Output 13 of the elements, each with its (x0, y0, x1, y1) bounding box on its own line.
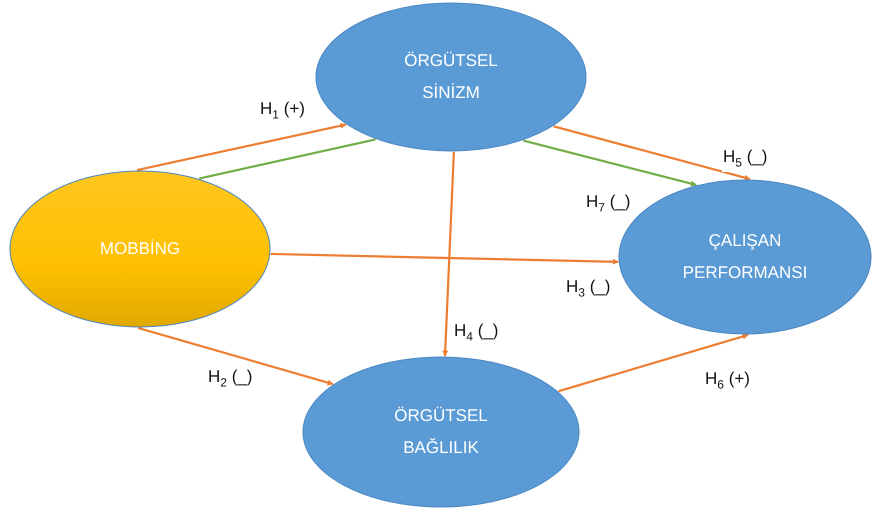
arrow (523, 139, 697, 187)
arrow (270, 252, 619, 265)
construct-label: ÇALIŞAN PERFORMANSI (682, 230, 808, 284)
arrow (442, 152, 455, 357)
arrow (138, 326, 334, 386)
arrow (553, 125, 750, 181)
construct-label: ÖRGÜTSEL BAĞLILIK (393, 405, 489, 459)
construct-label: MOBBİNG (98, 238, 182, 260)
arrow (136, 122, 346, 172)
construct-label: ÖRGÜTSEL SİNİZM (403, 50, 499, 104)
edge-label: H$_{5}$ (_) (722, 147, 768, 172)
arrow (558, 334, 749, 392)
connector-line (199, 138, 376, 180)
